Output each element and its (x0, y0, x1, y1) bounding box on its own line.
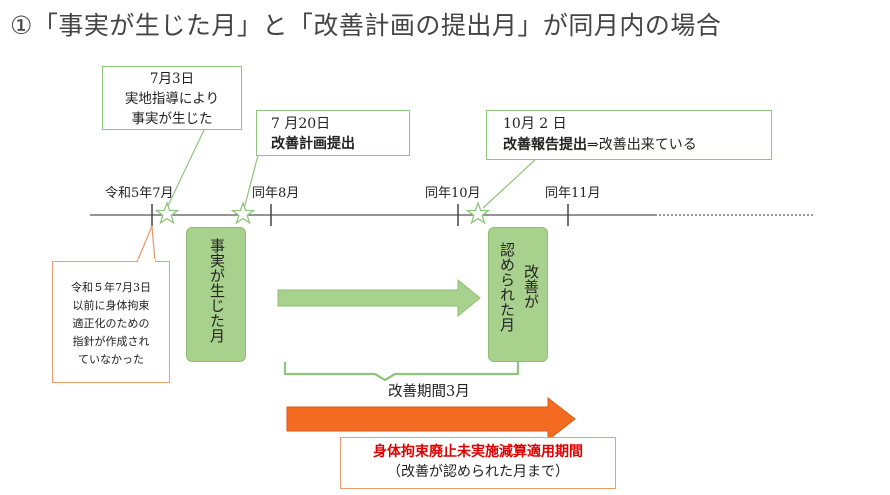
orange-arrow (286, 396, 576, 442)
note-callout-pointer (137, 226, 155, 262)
month-label: 同年10月 (425, 186, 481, 201)
callout-text: 実地指導により (124, 91, 220, 107)
note-box: 令和５年7月3日 以前に身体拘束 適正化のための 指針が作成され ていなかった (52, 261, 170, 383)
callout-text-bold: 改善報告提出 (503, 137, 587, 153)
star-icon (154, 201, 180, 225)
improvement-recognized-month-box: 改善が 認められた月 (488, 227, 548, 362)
recognized-label-col1: 改善が (522, 264, 540, 309)
note-line: 適正化のための (72, 317, 150, 330)
month-label: 同年8月 (252, 186, 300, 201)
note-line: 以前に身体拘束 (72, 299, 150, 312)
note-callout-pointer-outline (136, 225, 156, 263)
callout-plan-submitted: 7 月20日 改善計画提出 (256, 110, 410, 156)
star-icon (230, 201, 256, 225)
page-title: ①「事実が生じた月」と「改善計画の提出月」が同月内の場合 (10, 11, 722, 40)
callout-report-submitted: 10月 2 日 改善報告提出⇒改善出来ている (486, 110, 772, 160)
callout-text: 改善計画提出 (271, 136, 355, 152)
fact-occurred-month-box: 事実が生じた月 (186, 227, 246, 362)
reduction-subtitle: （改善が認められた月まで） (387, 464, 569, 480)
note-line: 令和５年7月3日 (71, 281, 151, 294)
callout-date: 7 月20日 (271, 116, 331, 132)
note-pointer-gap (138, 259, 155, 263)
improvement-period-label: 改善期間3月 (388, 384, 470, 400)
callout-fact-occurred: 7月3日 実地指導により 事実が生じた (102, 66, 242, 130)
callout-connector (165, 129, 205, 211)
green-arrow (277, 278, 481, 318)
star-icon (465, 201, 491, 225)
month-label: 同年11月 (545, 186, 601, 201)
reduction-title: 身体拘束廃止未実施減算適用期間 (373, 444, 583, 460)
fact-occurred-month-label: 事実が生じた月 (208, 238, 226, 343)
callout-text: 改善報告提出⇒改善出来ている (503, 135, 771, 156)
callout-connector (482, 159, 536, 209)
note-line: 指針が作成され (72, 335, 150, 348)
callout-date: 7月3日 (149, 71, 195, 87)
note-line: ていなかった (78, 353, 144, 366)
callout-date: 10月 2 日 (503, 116, 567, 132)
callout-text: 事実が生じた (131, 111, 213, 127)
recognized-label-col2: 認められた月 (498, 242, 516, 332)
period-brace (283, 362, 520, 382)
month-label: 令和5年7月 (105, 186, 174, 201)
callout-text-rest: ⇒改善出来ている (587, 137, 697, 153)
reduction-period-box: 身体拘束廃止未実施減算適用期間 （改善が認められた月まで） (340, 437, 616, 489)
